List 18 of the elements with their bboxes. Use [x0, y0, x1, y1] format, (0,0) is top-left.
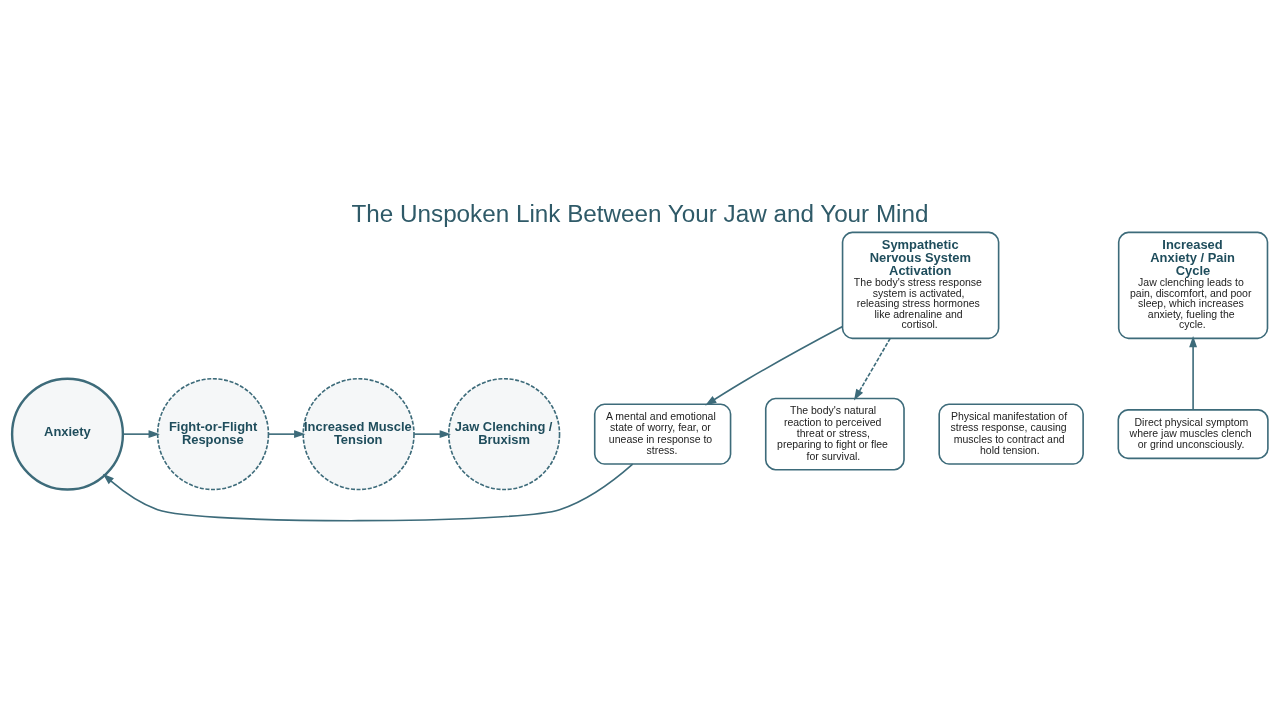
arrow — [1189, 335, 1198, 411]
arrow — [267, 430, 306, 439]
node-circle: Jaw Clenching / Bruxism — [447, 377, 561, 491]
arrow — [705, 325, 844, 406]
node-box: Physical manifestation of stress response, causing muscles to contract and hold tension. — [938, 403, 1084, 465]
diagram-title: The Unspoken Link Between Your Jaw and Your Mind — [351, 199, 929, 227]
node-box: Sympathetic Nervous System Activation The body's stress response system is activated, releasing stress hormones like adrenaline and cortisol. — [841, 231, 1000, 340]
node-circle: Increased Muscle Tension — [302, 377, 415, 491]
arrow — [853, 337, 891, 401]
arrow — [122, 430, 160, 439]
node-box: Direct physical symptom where jaw muscles clench or grind unconsciously. — [1117, 409, 1269, 460]
arrow — [413, 430, 451, 439]
node-circle: Fight-or-Flight Response — [156, 377, 270, 491]
node-circle: Anxiety — [10, 377, 125, 491]
node-box: A mental and emotional state of worry, fear, or unease in response to stress. — [593, 403, 732, 465]
arrow — [102, 463, 634, 522]
node-box: The body's natural reaction to perceived threat or stress, preparing to fight or flee for survival. — [764, 397, 905, 471]
node-box: Increased Anxiety / Pain Cycle Jaw clenching leads to pain, discomfort, and poor sleep, which increases anxiety, fueling the cycle. — [1117, 231, 1269, 340]
